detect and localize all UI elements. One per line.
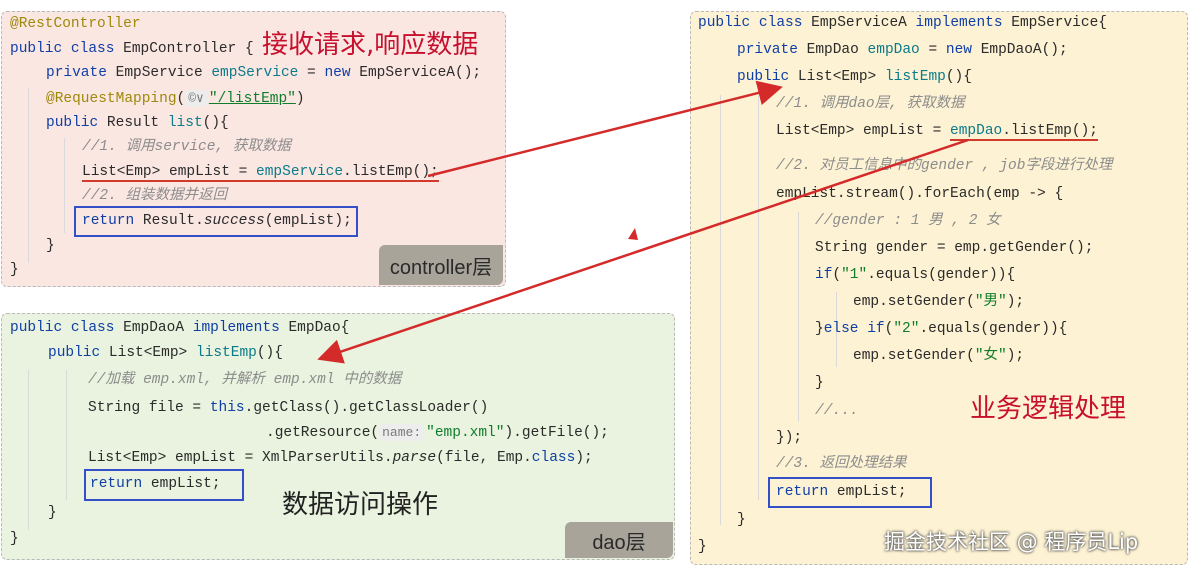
code-line: emp.setGender("女"); [853,348,1025,364]
code-line: return empList; [776,484,907,500]
dao-layer-label: dao层 [565,522,673,558]
indent-guide [28,370,29,530]
code-line: }else if("2".equals(gender)){ [815,321,1068,337]
indent-guide [66,370,67,500]
indent-guide [836,292,837,367]
code-line: } [46,238,55,254]
code-comment: //1. 调用service, 获取数据 [82,139,291,155]
code-line: return Result.success(empList); [82,213,352,229]
code-comment: //gender : 1 男 , 2 女 [815,213,1001,229]
code-comment: //2. 组装数据并返回 [82,188,228,204]
return-highlight-box [84,469,244,501]
code-line: String gender = emp.getGender(); [815,240,1094,256]
dao-heading: 数据访问操作 [282,490,439,520]
controller-layer-panel [1,11,506,287]
return-highlight-box [74,206,358,237]
code-line: } [815,375,824,391]
watermark: 掘金技术社区 @ 程序员Lip [884,530,1139,554]
code-comment: //加载 emp.xml, 并解析 emp.xml 中的数据 [88,372,402,388]
code-line: emp.setGender("男"); [853,294,1025,310]
code-line: List<Emp> empList = empService.listEmp()… [82,164,439,182]
indent-guide [64,138,65,233]
service-heading: 业务逻辑处理 [970,394,1127,424]
controller-heading: 接收请求,响应数据 [262,30,479,60]
code-line: List<Emp> empList = XmlParserUtils.parse… [88,450,593,466]
code-comment: //1. 调用dao层, 获取数据 [776,96,965,112]
code-line: @RestController [10,16,141,32]
code-line: } [10,531,19,547]
code-line: return empList; [90,476,221,492]
code-line: .getResource(name:"emp.xml").getFile(); [266,424,609,441]
code-line: empList.stream().forEach(emp -> { [776,186,1064,202]
code-line: } [10,262,19,278]
dao-layer-panel [1,313,675,560]
small-arrow-mark [628,228,638,240]
code-comment: //... [815,403,859,419]
code-line: private EmpDao empDao = new EmpDaoA(); [737,42,1068,58]
code-line: public List<Emp> listEmp(){ [48,345,283,361]
code-line: private EmpService empService = new EmpS… [46,65,482,81]
indent-guide [798,212,799,422]
controller-to-service-arrow [427,80,783,178]
indent-guide [758,95,759,500]
indent-guide [720,95,721,525]
code-comment: //3. 返回处理结果 [776,456,907,472]
code-line: } [48,505,57,521]
controller-layer-label: controller层 [379,245,503,285]
indent-guide [28,88,29,263]
service-to-dao-arrow [317,138,969,364]
code-comment: //2. 对员工信息中的gender , job字段进行处理 [776,158,1113,174]
code-line: } [737,512,746,528]
code-line: if("1".equals(gender)){ [815,267,1016,283]
code-line: } [698,539,707,555]
code-line: }); [776,430,803,446]
return-highlight-box [768,477,932,508]
code-line: @RequestMapping(©∨"/listEmp") [46,90,305,107]
code-line: String file = this.getClass().getClassLo… [88,400,489,416]
code-line: public class EmpServiceA implements EmpS… [698,15,1107,31]
code-line: public Result list(){ [46,115,229,131]
code-line: public class EmpController { [10,41,254,57]
code-line: List<Emp> empList = empDao.listEmp(); [776,123,1098,141]
code-line: public class EmpDaoA implements EmpDao{ [10,320,350,336]
